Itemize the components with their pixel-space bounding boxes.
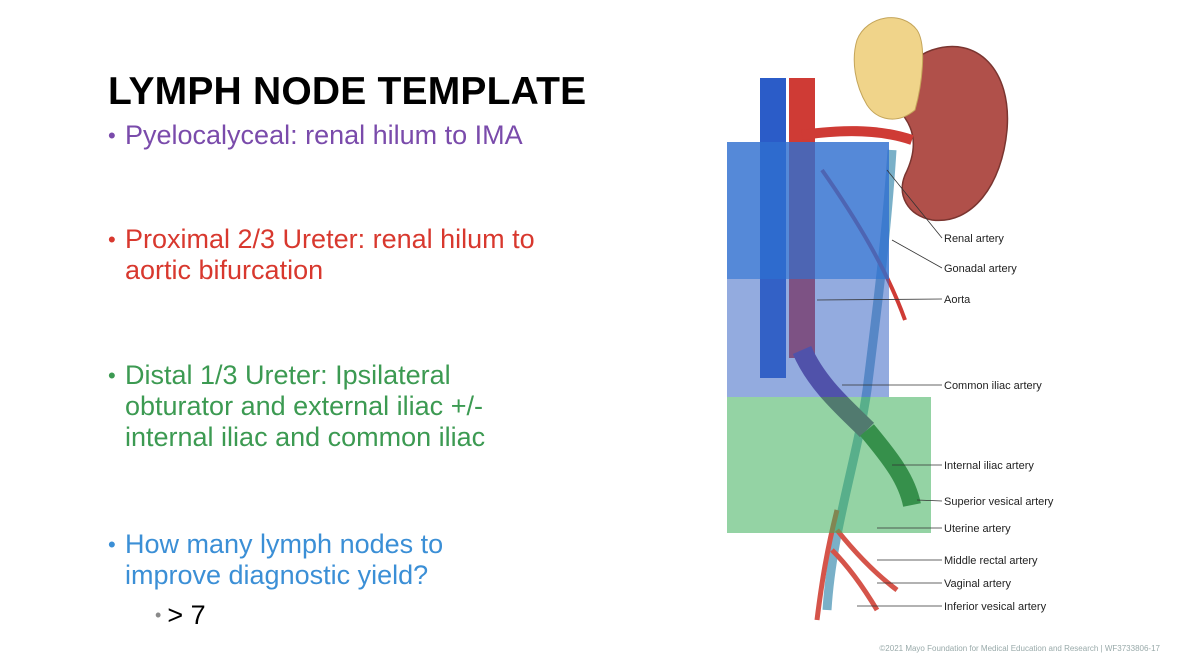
sub-bullet-dot: •	[155, 605, 162, 625]
label-aorta: Aorta	[944, 294, 971, 306]
bullet-text: Proximal 2/3 Ureter: renal hilum to aort…	[125, 224, 535, 285]
label-uterine: Uterine artery	[944, 523, 1011, 535]
bullet-lymph-node-question: • How many lymph nodes to improve diagno…	[108, 529, 508, 591]
copyright-footer: ©2021 Mayo Foundation for Medical Educat…	[879, 644, 1160, 653]
bullet-proximal-ureter: • Proximal 2/3 Ureter: renal hilum to ao…	[108, 224, 578, 286]
bullet-text: How many lymph nodes to improve diagnost…	[125, 529, 444, 590]
sub-bullet: •> 7	[155, 600, 206, 631]
anatomy-illustration: Renal artery Gonadal artery Aorta Common…	[727, 17, 1054, 621]
bullet-text: Pyelocalyceal: renal hilum to IMA	[125, 120, 523, 150]
slide-title: LYMPH NODE TEMPLATE	[108, 70, 587, 113]
adrenal-gland	[853, 17, 924, 120]
bullet-dot: •	[108, 532, 116, 557]
label-gonadal-artery: Gonadal artery	[944, 263, 1017, 275]
bullet-pyelocalyceal: • Pyelocalyceal: renal hilum to IMA	[108, 120, 523, 151]
label-renal-artery: Renal artery	[944, 233, 1004, 245]
sub-bullet-text: > 7	[167, 600, 206, 630]
label-common-iliac: Common iliac artery	[944, 380, 1042, 392]
bullet-text: Distal 1/3 Ureter: Ipsilateral obturator…	[125, 360, 486, 452]
label-superior-vesical: Superior vesical artery	[944, 496, 1054, 508]
overlay-purple-zone	[727, 279, 889, 397]
bullet-dot: •	[108, 227, 116, 252]
bullet-dot: •	[108, 363, 116, 388]
label-vaginal: Vaginal artery	[944, 578, 1012, 590]
label-internal-iliac: Internal iliac artery	[944, 460, 1034, 472]
bullet-distal-ureter: • Distal 1/3 Ureter: Ipsilateral obturat…	[108, 360, 548, 453]
label-middle-rectal: Middle rectal artery	[944, 555, 1038, 567]
label-inferior-vesical: Inferior vesical artery	[944, 601, 1047, 613]
overlay-blue-zone	[727, 142, 889, 279]
renal-artery-vessel	[801, 126, 914, 145]
bullet-dot: •	[108, 123, 116, 148]
